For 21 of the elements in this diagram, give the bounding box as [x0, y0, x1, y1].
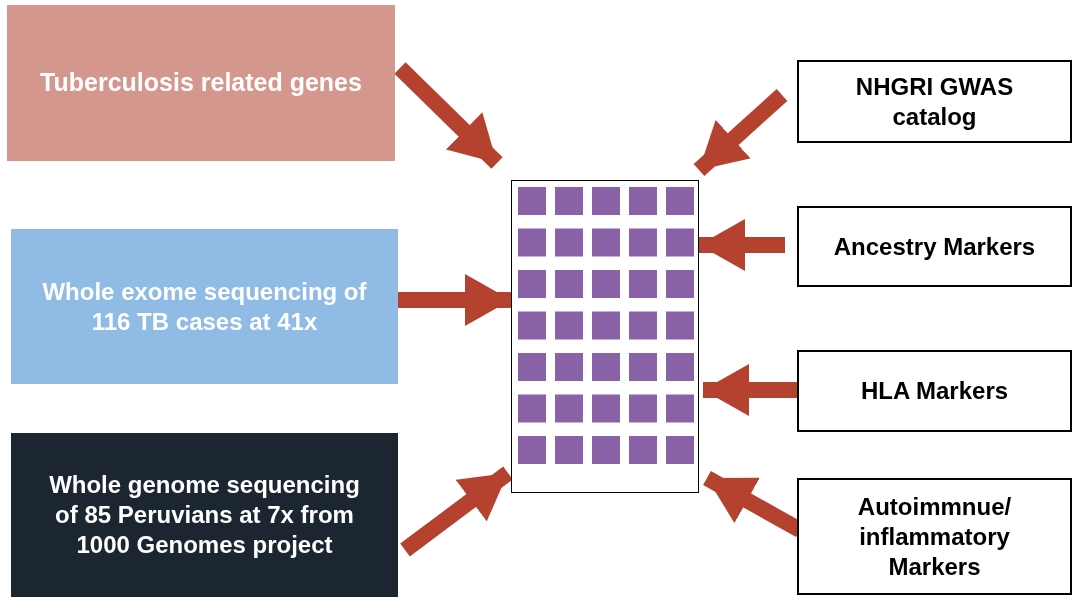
box-label: HLA Markers — [860, 376, 1009, 406]
arrow — [398, 274, 511, 326]
source-box — [11, 433, 398, 597]
box-label: NHGRI GWAS catalog — [854, 71, 1015, 132]
arrow — [703, 364, 797, 416]
box-label: Whole exome sequencing of 116 TB cases at 41x — [41, 276, 368, 337]
source-box — [7, 5, 395, 161]
arrow — [699, 219, 785, 271]
box-label: Ancestry Markers — [833, 231, 1036, 262]
marker-source-box — [797, 478, 1072, 595]
source-box — [11, 229, 398, 384]
arrow — [693, 89, 788, 176]
microarray-chip — [511, 180, 699, 493]
arrow — [394, 62, 503, 169]
marker-source-box — [797, 350, 1072, 432]
box-label: Whole genome sequencing of 85 Peruvians at 7x from 1000 Genomes project — [48, 470, 361, 560]
arrow — [400, 466, 513, 557]
marker-source-box — [797, 206, 1072, 287]
box-label: Tuberculosis related genes — [40, 67, 362, 99]
marker-source-box — [797, 60, 1072, 143]
box-label: Autoimmnue/ inflammatory Markers — [856, 491, 1013, 582]
